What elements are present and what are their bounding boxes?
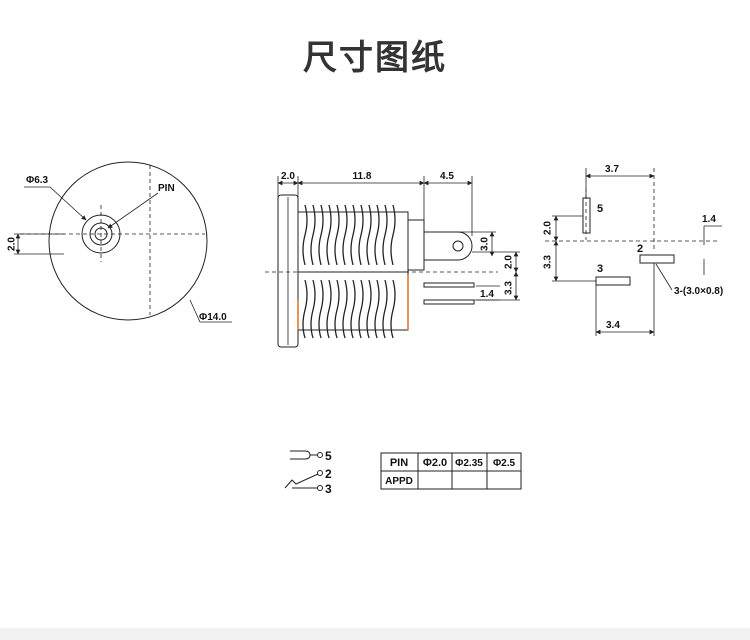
schem-plug-shape — [290, 450, 311, 460]
terminal-tab — [423, 231, 473, 261]
footer-bar — [0, 628, 750, 640]
pin-leader — [107, 192, 159, 229]
dim-flange-label: 2.0 — [281, 171, 295, 182]
schem-pin3-label: 3 — [325, 482, 332, 496]
schem-pin2-label: 2 — [325, 467, 332, 481]
pin-table-row-label: APPD — [385, 476, 413, 487]
fp-dim-right-label: 1.4 — [702, 214, 716, 225]
dim-pin-span-label: 3.3 — [504, 281, 515, 295]
fp-dim-bottom-label: 3.4 — [606, 320, 620, 331]
schem-node-3 — [317, 485, 323, 491]
dia-body-label: Φ14.0 — [199, 312, 227, 323]
schem-switch-2 — [284, 473, 319, 489]
dim-pin-offset-label: 2.0 — [504, 255, 515, 269]
schem-pin5-label: 5 — [325, 449, 332, 463]
dim-hole-height-label: 3.0 — [480, 237, 491, 251]
dia-hole-label: Φ6.3 — [26, 175, 49, 186]
slot-pin5 — [582, 197, 591, 234]
schem-node-5 — [317, 452, 323, 458]
fp-dim-left-small-label: 2.0 — [543, 221, 554, 235]
fp-pin3-label: 3 — [597, 263, 603, 275]
pin-table-header-2-5: Φ2.5 — [493, 458, 516, 469]
body-outline-circle — [48, 161, 208, 321]
offset-label: 2.0 — [7, 237, 18, 251]
pin-table-header-2-35: Φ2.35 — [455, 458, 483, 469]
slot-pin2 — [639, 254, 675, 264]
fp-slot-note: 3-(3.0×0.8) — [674, 286, 723, 297]
pin-label: PIN — [158, 183, 175, 194]
thread-bottom — [302, 279, 396, 339]
pin-table-header-2-0: Φ2.0 — [423, 457, 447, 469]
schematic-symbol: 5 2 3 — [284, 449, 332, 496]
front-view: 2.0 Φ6.3 PIN Φ14.0 — [7, 161, 232, 323]
pin-table-header-pin: PIN — [390, 457, 408, 469]
fp-pin2-label: 2 — [637, 243, 643, 255]
schem-node-2 — [317, 470, 323, 476]
dim-pin-gap-label: 1.4 — [480, 289, 494, 300]
page-title: 尺寸图纸 — [303, 38, 447, 78]
dia-body-leader — [189, 299, 201, 323]
side-view: 2.0 11.8 4.5 3.0 2.0 3.3 1.4 — [265, 171, 520, 348]
terminal-hole — [452, 240, 464, 252]
footprint-view: 3.7 5 2.0 3.3 1.4 2 3 3-(3.0×0.8) 3.4 — [543, 164, 723, 336]
slot-pin3 — [595, 276, 631, 286]
fp-dim-left-big-label: 3.3 — [543, 255, 554, 269]
fp-dim-top-label: 3.7 — [605, 164, 619, 175]
pin-table: PIN Φ2.0 Φ2.35 Φ2.5 APPD — [380, 452, 522, 490]
rear-block — [407, 219, 425, 271]
pin-lower — [423, 299, 475, 305]
dia-hole-leader — [49, 186, 87, 221]
pin-upper — [423, 282, 475, 288]
thread-top — [302, 204, 396, 266]
dim-tab-label: 4.5 — [440, 171, 454, 182]
dim-body-label: 11.8 — [353, 171, 372, 182]
body-outline — [297, 211, 409, 331]
fp-pin5-label: 5 — [597, 203, 603, 215]
fp-slot-note-leader — [655, 263, 673, 291]
